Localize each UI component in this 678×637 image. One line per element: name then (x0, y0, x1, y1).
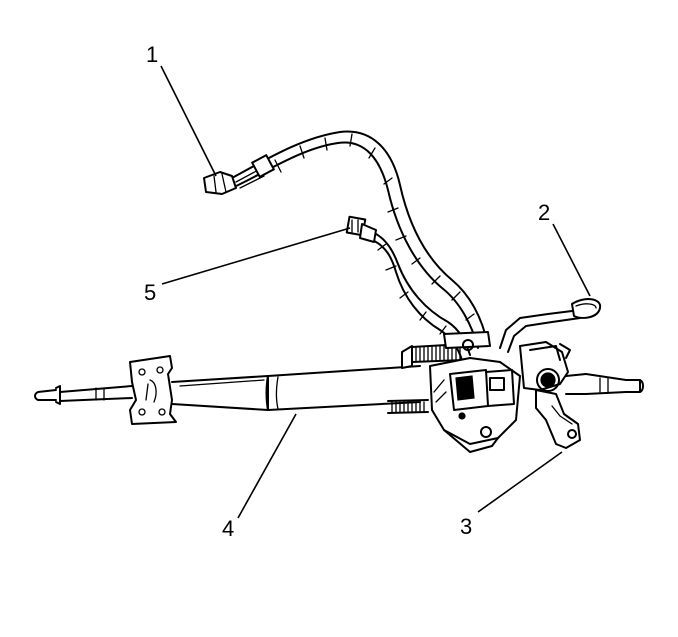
callout-2: 2 (538, 200, 550, 225)
tilt-lever (499, 298, 602, 353)
leader-line-2 (552, 223, 591, 297)
column-jacket (171, 365, 421, 411)
mounting-bracket (129, 355, 177, 425)
leader-line-1 (160, 65, 217, 177)
upper-shaft-end (565, 373, 644, 395)
harness-connector-5 (345, 215, 377, 243)
intermediate-shaft (34, 385, 133, 405)
wiring-harness (203, 130, 489, 361)
leader-line-4 (237, 413, 297, 519)
callout-4: 4 (222, 516, 234, 541)
leader-line-5 (161, 227, 351, 285)
column-housing (401, 331, 521, 453)
lock-housing (519, 341, 581, 449)
callout-5: 5 (144, 280, 156, 305)
callouts: 1 2 3 4 5 (144, 42, 550, 541)
callout-1: 1 (146, 42, 158, 67)
leader-line-3 (477, 451, 563, 513)
lower-spring (387, 399, 429, 414)
harness-connector-1 (203, 154, 275, 195)
callout-3: 3 (460, 514, 472, 539)
leader-lines (160, 65, 591, 519)
